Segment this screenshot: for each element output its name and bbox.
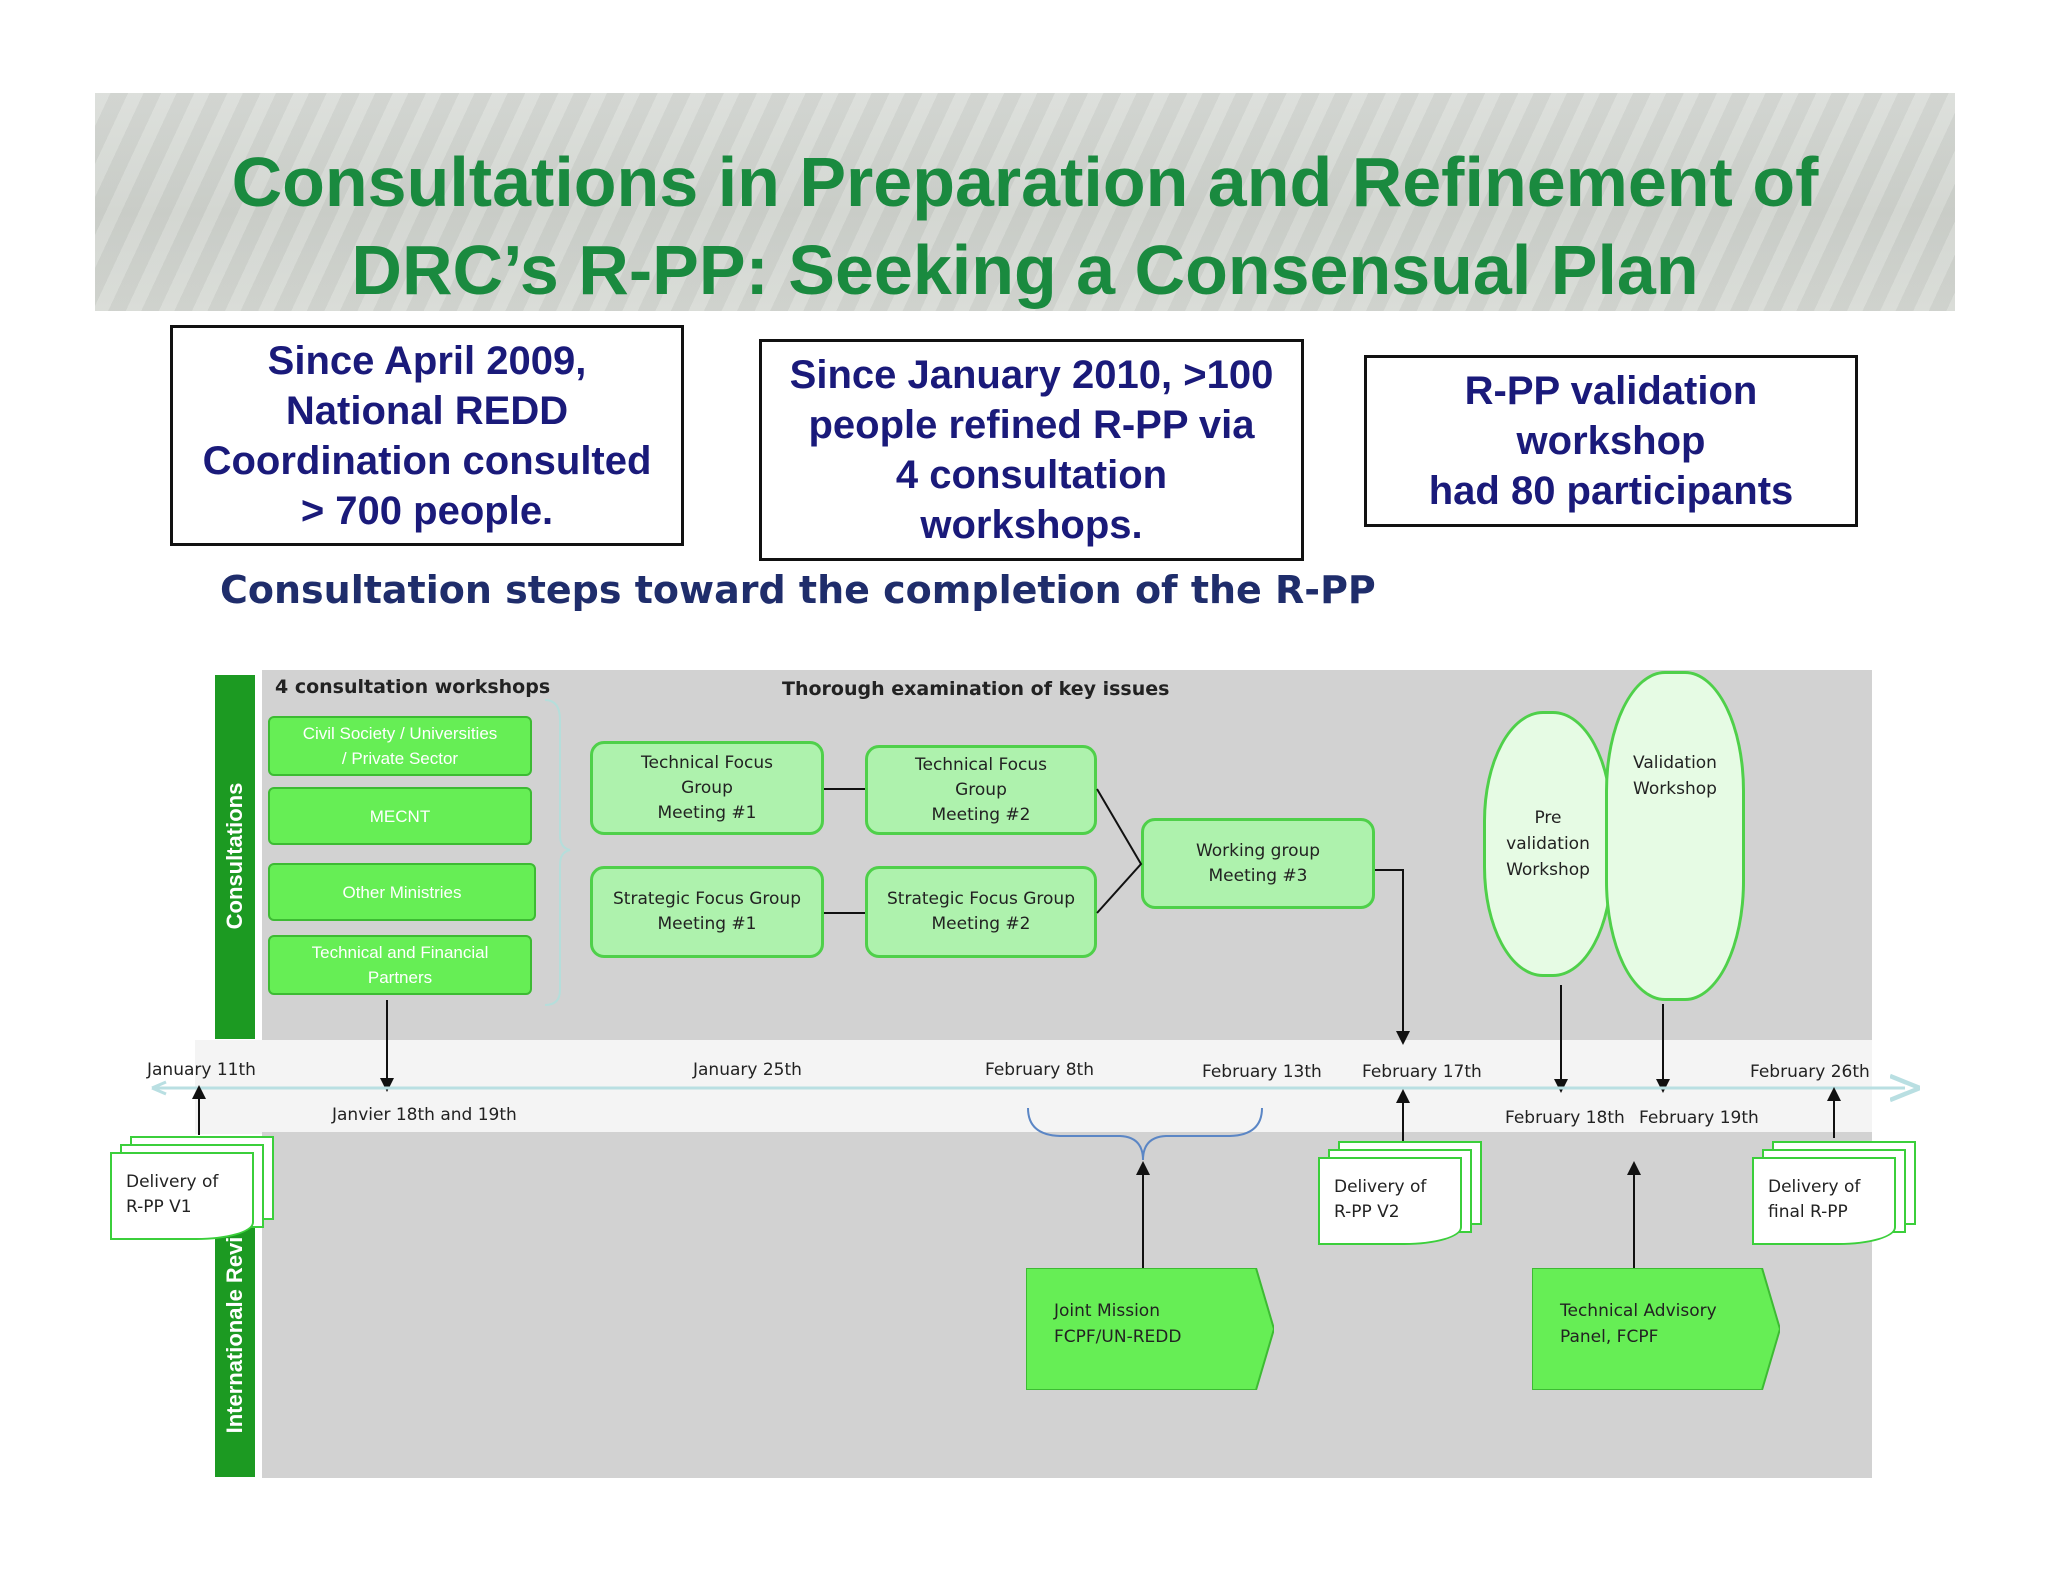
info-line: workshops. (920, 503, 1143, 547)
node-label: Pre (1534, 808, 1562, 828)
feb-brace (1027, 1107, 1263, 1161)
node-label: Validation (1633, 753, 1717, 773)
delivery-rpp-v2: Delivery of R-PP V2 (1318, 1141, 1488, 1256)
delivery-label: Delivery of (1768, 1177, 1861, 1197)
timeline-jan18-19: Janvier 18th and 19th (332, 1105, 517, 1125)
workshops-header: 4 consultation workshops (275, 676, 551, 698)
delivery-label: final R-PP (1768, 1202, 1848, 1222)
international-review-lane-bar (215, 1215, 255, 1477)
working-group-meeting-3: Working group Meeting #3 (1141, 818, 1375, 909)
title-line-2: DRC’s R-PP: Seeking a Consensual Plan (351, 231, 1699, 309)
node-label: Strategic Focus Group (613, 889, 801, 909)
joint-mission-label: FCPF/UN-REDD (1054, 1327, 1182, 1347)
info-line: Coordination consulted (202, 438, 652, 483)
info-box-april-2009: Since April 2009, National REDD Coordina… (170, 325, 684, 546)
strategic-focus-group-meeting-1: Strategic Focus Group Meeting #1 (590, 866, 824, 958)
tap-label: Technical Advisory (1560, 1301, 1717, 1321)
timeline-feb8: February 8th (985, 1060, 1094, 1080)
joint-mission-label: Joint Mission (1054, 1301, 1160, 1321)
workshops-bracket (544, 699, 571, 1006)
title-line-1: Consultations in Preparation and Refinem… (231, 143, 1819, 221)
timeline-jan25: January 25th (693, 1060, 802, 1080)
node-label: Group (681, 777, 733, 798)
node-label: validation (1506, 834, 1590, 854)
workshop-label: MECNT (369, 806, 431, 826)
info-line: Since April 2009, (267, 338, 587, 383)
info-line: > 700 people. (300, 488, 554, 533)
workshop-civil-society: Civil Society / Universities / Private S… (268, 716, 532, 776)
workshop-technical-financial-partners: Technical and Financial Partners (268, 935, 532, 995)
node-label: Working group (1195, 840, 1321, 861)
tap-label: Panel, FCPF (1560, 1327, 1659, 1347)
info-line: Since January 2010, >100 (789, 353, 1274, 397)
timeline-feb18: February 18th (1505, 1108, 1625, 1128)
node-label: Group (955, 779, 1007, 800)
node-label: Meeting #1 (657, 802, 757, 823)
technical-advisory-panel-box: Technical Advisory Panel, FCPF (1532, 1268, 1780, 1390)
node-label: Workshop (1633, 779, 1717, 799)
delivery-final-rpp: Delivery of final R-PP (1752, 1141, 1922, 1256)
info-box-january-2010: Since January 2010, >100 people refined … (759, 339, 1304, 561)
info-box-validation-workshop: R-PP validation workshop had 80 particip… (1364, 355, 1858, 527)
node-label: Strategic Focus Group (887, 889, 1075, 909)
workshop-mecnt: MECNT (268, 787, 532, 845)
timeline-feb19: February 19th (1639, 1108, 1759, 1128)
timeline-feb13: February 13th (1202, 1062, 1322, 1082)
workshop-label: Civil Society / Universities (302, 724, 498, 743)
timeline-feb17: February 17th (1362, 1062, 1482, 1082)
node-label: Workshop (1506, 860, 1590, 880)
validation-workshop: Validation Workshop (1605, 671, 1745, 1001)
technical-focus-group-meeting-1: Technical Focus Group Meeting #1 (590, 741, 824, 835)
delivery-label: R-PP V1 (126, 1197, 192, 1217)
delivery-label: Delivery of (126, 1172, 219, 1192)
info-line: workshop (1516, 419, 1706, 463)
info-line: people refined R-PP via (808, 403, 1255, 447)
info-line: had 80 participants (1428, 469, 1794, 513)
info-line: 4 consultation (895, 453, 1168, 497)
delivery-label: R-PP V2 (1334, 1202, 1400, 1222)
node-label: Meeting #2 (931, 804, 1031, 825)
consultations-lane-bar (215, 675, 255, 1039)
technical-focus-group-meeting-2: Technical Focus Group Meeting #2 (865, 745, 1097, 835)
info-line: National REDD (285, 388, 569, 433)
strategic-focus-group-meeting-2: Strategic Focus Group Meeting #2 (865, 866, 1097, 958)
slide-title: Consultations in Preparation and Refinem… (95, 138, 1955, 314)
node-label: Meeting #3 (1208, 865, 1308, 886)
workshop-label: / Private Sector (341, 749, 459, 768)
delivery-label: Delivery of (1334, 1177, 1427, 1197)
workshop-label: Partners (367, 968, 433, 987)
connector-to-wg3 (1096, 788, 1143, 914)
joint-mission-box: Joint Mission FCPF/UN-REDD (1026, 1268, 1274, 1390)
connector-wg3-to-feb17 (1375, 869, 1410, 1045)
node-label: Technical Focus (914, 754, 1047, 775)
workshop-label: Other Ministries (342, 882, 462, 902)
delivery-rpp-v1: Delivery of R-PP V1 (110, 1136, 280, 1251)
node-label: Meeting #1 (657, 914, 757, 934)
title-banner (95, 93, 1955, 311)
info-line: R-PP validation (1464, 369, 1758, 413)
examination-header: Thorough examination of key issues (782, 678, 1170, 700)
node-label: Technical Focus (640, 752, 773, 773)
timeline-feb26: February 26th (1750, 1062, 1870, 1082)
timeline-jan11: January 11th (147, 1060, 256, 1080)
node-label: Meeting #2 (931, 914, 1031, 934)
workshop-other-ministries: Other Ministries (268, 863, 536, 921)
workshop-label: Technical and Financial (311, 943, 489, 962)
diagram-subtitle: Consultation steps toward the completion… (220, 568, 1376, 612)
